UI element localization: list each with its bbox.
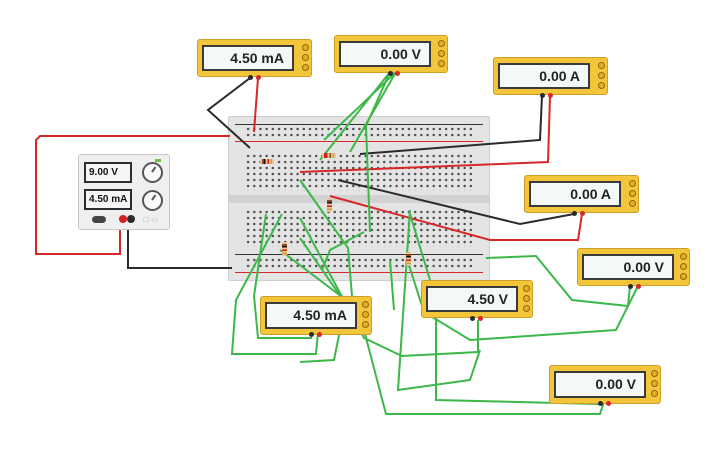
- current-knob-icon[interactable]: [142, 190, 163, 211]
- probe-negative[interactable]: [598, 401, 603, 406]
- multimeter[interactable]: 0.00 V: [577, 248, 690, 286]
- breadboard: [228, 116, 490, 281]
- wire[interactable]: [409, 213, 599, 405]
- resistor[interactable]: [322, 153, 336, 158]
- mode-button[interactable]: [598, 62, 605, 69]
- probe-positive[interactable]: [317, 332, 322, 337]
- rail-line-minus: [235, 124, 483, 125]
- probe-positive[interactable]: [256, 75, 261, 80]
- probe-negative[interactable]: [388, 71, 393, 76]
- mode-button[interactable]: [651, 370, 658, 377]
- probe-negative[interactable]: [470, 316, 475, 321]
- meter-display: 0.00 A: [529, 181, 621, 207]
- wire[interactable]: [230, 213, 319, 355]
- probe-positive[interactable]: [580, 211, 585, 216]
- multimeter[interactable]: 4.50 mA: [260, 296, 372, 335]
- mode-button[interactable]: [302, 44, 309, 51]
- indicator-light: [155, 159, 161, 162]
- probe-negative[interactable]: [248, 75, 253, 80]
- probe-negative[interactable]: [572, 211, 577, 216]
- meter-display: 4.50 mA: [265, 302, 357, 329]
- multimeter[interactable]: 0.00 V: [334, 35, 448, 73]
- wire[interactable]: [206, 77, 251, 149]
- mode-button[interactable]: [523, 295, 530, 302]
- wire[interactable]: [396, 209, 481, 392]
- rail-line-plus: [235, 272, 483, 273]
- resistor[interactable]: [282, 242, 287, 256]
- meter-display: 0.00 A: [498, 63, 590, 89]
- mode-button[interactable]: [523, 305, 530, 312]
- mode-button[interactable]: [362, 311, 369, 318]
- wire[interactable]: [407, 261, 639, 342]
- multimeter[interactable]: 0.00 A: [524, 175, 639, 213]
- probe-positive[interactable]: [606, 401, 611, 406]
- voltage-knob-icon[interactable]: [142, 162, 163, 183]
- probe-negative[interactable]: [540, 93, 545, 98]
- mode-button[interactable]: [680, 253, 687, 260]
- rail-line-minus: [235, 254, 483, 255]
- wire[interactable]: [359, 95, 543, 155]
- positive-terminal[interactable]: [119, 215, 127, 223]
- meter-display: 4.50 V: [426, 286, 518, 312]
- wire[interactable]: [35, 135, 230, 255]
- mode-button[interactable]: [362, 301, 369, 308]
- probe-positive[interactable]: [636, 284, 641, 289]
- wire[interactable]: [299, 179, 353, 297]
- mode-button[interactable]: [598, 72, 605, 79]
- mode-button[interactable]: [302, 54, 309, 61]
- wire[interactable]: [337, 179, 575, 226]
- probe-positive[interactable]: [548, 93, 553, 98]
- wire[interactable]: [364, 71, 391, 233]
- mode-button[interactable]: [651, 380, 658, 387]
- meter-display: 0.00 V: [582, 254, 674, 280]
- resistor[interactable]: [327, 198, 332, 212]
- meter-display: 4.50 mA: [202, 45, 294, 71]
- power-supply[interactable]: 9.00 V 4.50 mA ☐ ▭: [78, 154, 170, 230]
- wire[interactable]: [319, 71, 391, 161]
- mode-button[interactable]: [629, 200, 636, 207]
- terminal-strip-lower[interactable]: [245, 209, 475, 247]
- mode-button[interactable]: [651, 390, 658, 397]
- probe-negative[interactable]: [309, 332, 314, 337]
- mode-button[interactable]: [438, 40, 445, 47]
- multimeter[interactable]: 0.00 A: [493, 57, 608, 95]
- multimeter[interactable]: 0.00 V: [549, 365, 661, 404]
- multimeter[interactable]: 4.50 V: [421, 280, 533, 318]
- voltage-display: 9.00 V: [84, 162, 132, 183]
- brand-mark: ☐ ▭: [143, 217, 158, 224]
- current-display: 4.50 mA: [84, 189, 132, 210]
- power-rail-top[interactable]: [245, 126, 475, 138]
- wire[interactable]: [323, 71, 397, 141]
- mode-button[interactable]: [438, 60, 445, 67]
- mode-button[interactable]: [680, 263, 687, 270]
- mode-button[interactable]: [438, 50, 445, 57]
- resistor[interactable]: [260, 159, 274, 164]
- meter-display: 0.00 V: [554, 371, 646, 398]
- mode-button[interactable]: [680, 273, 687, 280]
- probe-negative[interactable]: [628, 284, 633, 289]
- wire[interactable]: [485, 254, 631, 308]
- rail-line-plus: [235, 141, 483, 142]
- mode-button[interactable]: [629, 180, 636, 187]
- probe-positive[interactable]: [395, 71, 400, 76]
- meter-display: 0.00 V: [339, 41, 431, 67]
- mode-button[interactable]: [629, 190, 636, 197]
- power-toggle[interactable]: [92, 216, 106, 223]
- wire[interactable]: [321, 231, 365, 271]
- resistor[interactable]: [406, 252, 411, 266]
- wire[interactable]: [299, 95, 551, 173]
- negative-terminal[interactable]: [127, 215, 135, 223]
- wire[interactable]: [253, 77, 259, 133]
- probe-positive[interactable]: [478, 316, 483, 321]
- multimeter[interactable]: 4.50 mA: [197, 39, 312, 77]
- center-channel: [229, 195, 489, 203]
- mode-button[interactable]: [362, 321, 369, 328]
- mode-button[interactable]: [302, 64, 309, 71]
- mode-button[interactable]: [523, 285, 530, 292]
- wire[interactable]: [389, 259, 395, 311]
- wire[interactable]: [127, 222, 232, 269]
- mode-button[interactable]: [598, 82, 605, 89]
